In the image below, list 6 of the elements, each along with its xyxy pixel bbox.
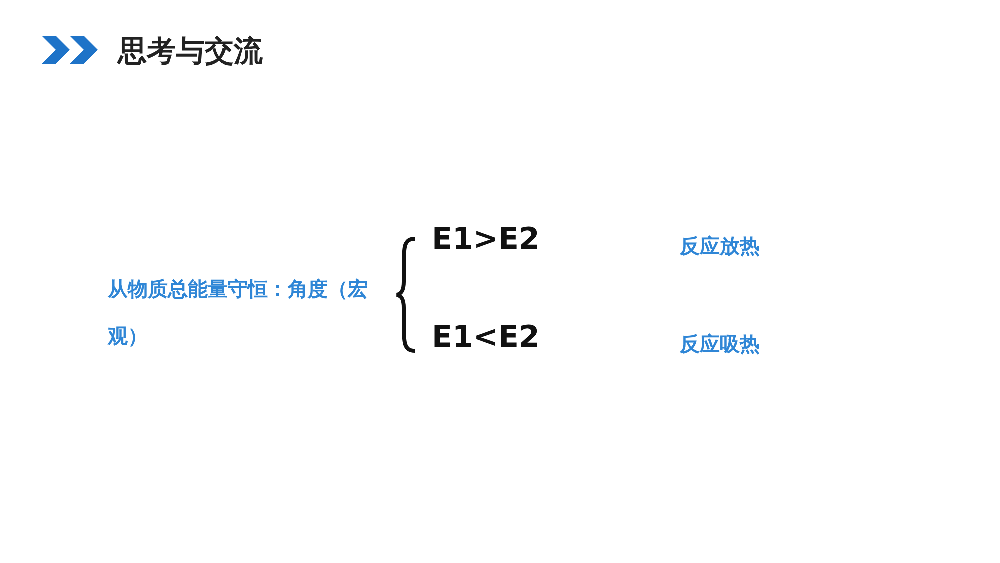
body-text: 从物质总能量守恒：角度（宏观） [108, 276, 369, 350]
title: 思考与交流 [118, 33, 263, 70]
inequality: E1<E2 [432, 320, 541, 356]
inequality: E1>E2 [432, 222, 541, 258]
result-text: 反应吸热 [680, 331, 761, 358]
result-text: 反应放热 [680, 233, 761, 260]
